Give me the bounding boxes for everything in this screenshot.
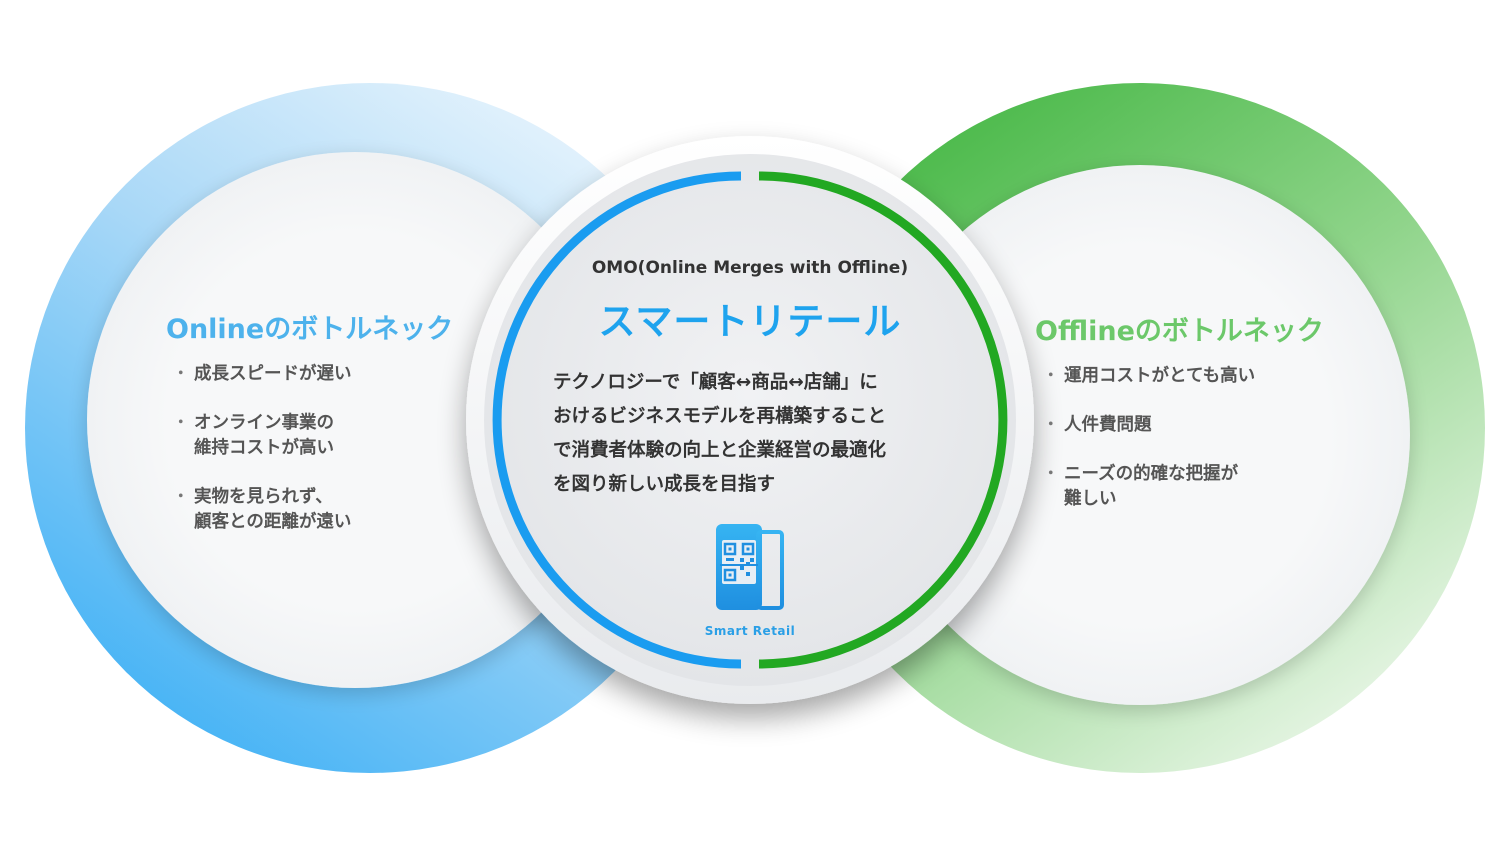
online-item: オンライン事業の 維持コストが高い [172,411,438,461]
smartphone-qr-icon [716,524,784,610]
offline-bottleneck-list: 運用コストがとても高い 人件費問題 ニーズの的確な把握が 難しい [1042,364,1308,536]
smart-retail-title: スマートリテール [598,300,902,343]
offline-item: ニーズの的確な把握が 難しい [1042,462,1308,512]
center-inner [484,154,1016,686]
offline-item: 人件費問題 [1042,413,1308,438]
online-bottleneck-title: Onlineのボトルネック [166,314,454,345]
online-bottleneck-list: 成長スピードが遅い オンライン事業の 維持コストが高い 実物を見られず、 顧客と… [172,362,438,559]
center-ring-blue [492,171,742,669]
center-ring-green [758,171,1008,669]
offline-item: 運用コストがとても高い [1042,364,1308,389]
omo-subtitle: OMO(Online Merges with Offline) [591,258,909,278]
online-item: 成長スピードが遅い [172,362,438,387]
online-item: 実物を見られず、 顧客との距離が遠い [172,485,438,535]
smart-retail-logo-text: Smart Retail [704,624,796,638]
smart-retail-description: テクノロジーで「顧客↔商品↔店舗」に おけるビジネスモデルを再構築すること で消… [553,372,887,495]
offline-bottleneck-title: Offlineのボトルネック [1035,316,1324,347]
